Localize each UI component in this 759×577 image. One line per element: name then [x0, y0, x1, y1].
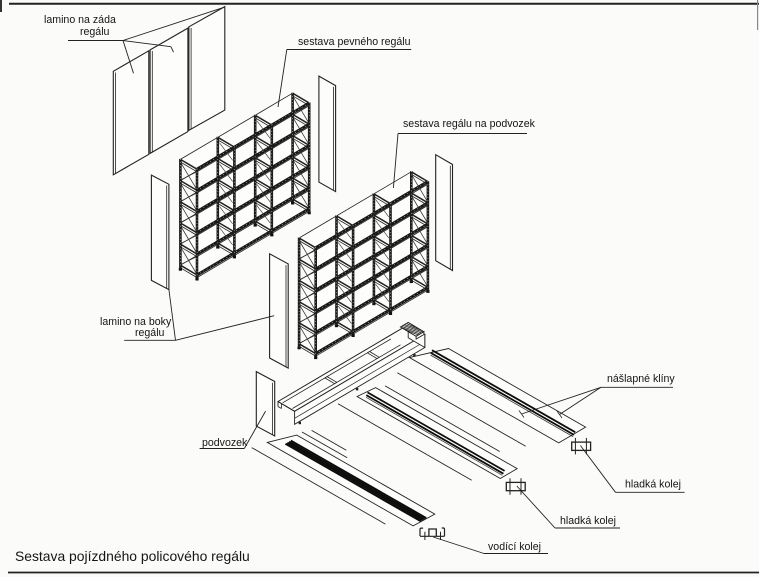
svg-text:Sestava pojízdného policového: Sestava pojízdného policového regálu: [15, 548, 250, 564]
svg-text:podvozek: podvozek: [202, 437, 248, 449]
svg-text:sestava pevného regálu: sestava pevného regálu: [298, 36, 411, 48]
svg-text:hladká kolej: hladká kolej: [625, 479, 681, 491]
svg-text:sestava regálu na podvozek: sestava regálu na podvozek: [403, 118, 536, 130]
svg-text:lamino na boky: lamino na boky: [100, 316, 172, 328]
svg-text:lamino na záda: lamino na záda: [44, 14, 116, 26]
svg-text:regálu: regálu: [80, 26, 110, 38]
svg-text:vodící kolej: vodící kolej: [488, 541, 541, 553]
svg-text:regálu: regálu: [135, 327, 165, 339]
svg-text:hladká kolej: hladká kolej: [560, 515, 616, 527]
svg-text:nášlapné klíny: nášlapné klíny: [607, 373, 675, 385]
